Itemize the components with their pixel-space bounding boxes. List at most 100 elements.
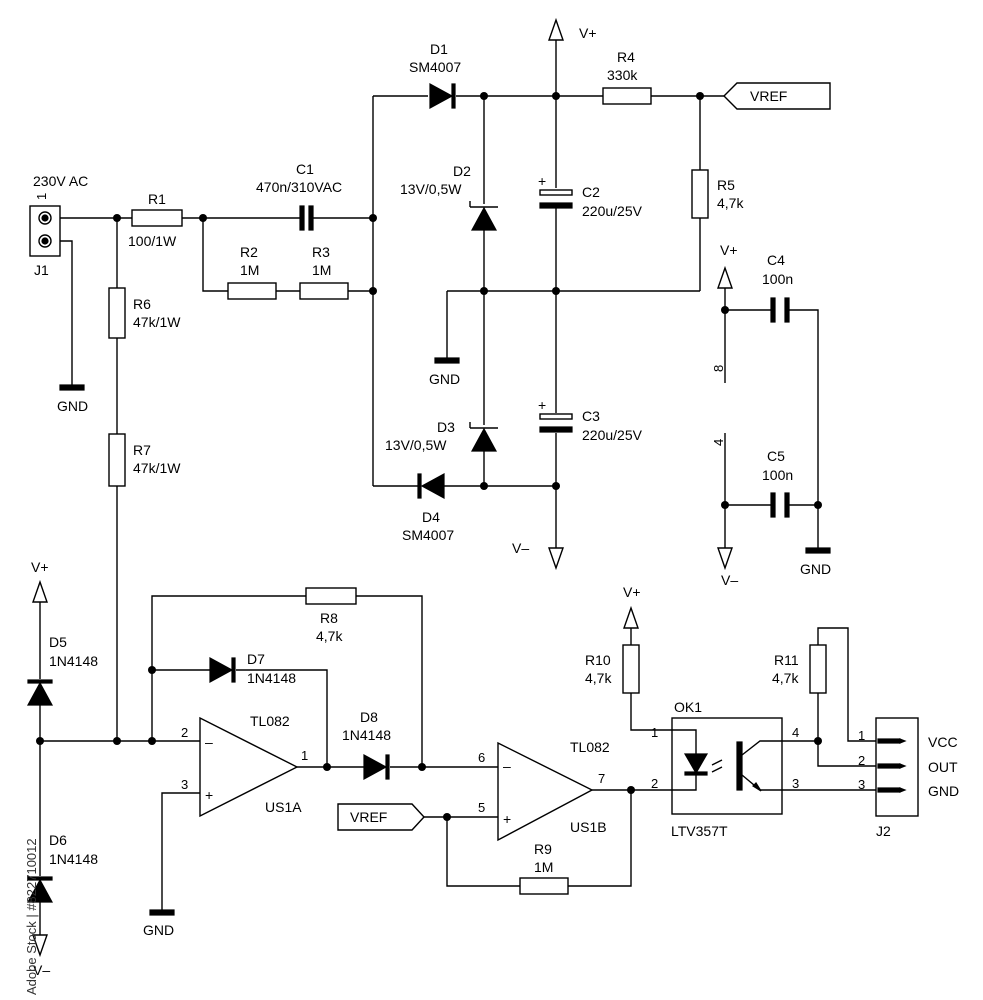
r11-value: 4,7k xyxy=(772,670,799,686)
r5-ref: R5 xyxy=(717,177,735,193)
r8-ref: R8 xyxy=(320,610,338,626)
r4-ref: R4 xyxy=(617,49,635,65)
us1b-minus: – xyxy=(503,758,511,774)
d8-ref: D8 xyxy=(360,709,378,725)
vminus-symbol-ic: V– xyxy=(717,547,738,588)
j1-ref: J1 xyxy=(34,262,49,278)
r7-value: 47k/1W xyxy=(133,460,181,476)
d8-value: 1N4148 xyxy=(342,727,391,743)
gnd-ic-label: GND xyxy=(800,561,831,577)
us1b-plus: + xyxy=(503,811,511,827)
us1b-pin7: 7 xyxy=(598,771,605,786)
c4-value: 100n xyxy=(762,271,793,287)
j2-pin3: 3 xyxy=(858,777,865,792)
j2-out-label: OUT xyxy=(928,759,958,775)
r9-ref: R9 xyxy=(534,841,552,857)
c3-ref: C3 xyxy=(582,408,600,424)
ok1-pin1: 1 xyxy=(651,725,658,740)
watermark-text: Adobe Stock | #822710012 xyxy=(24,838,39,995)
ok1-part: LTV357T xyxy=(671,823,728,839)
optocoupler-ok1: 1 2 4 3 OK1 LTV357T xyxy=(651,699,799,839)
d5-ref: D5 xyxy=(49,634,67,650)
zener-d3: D3 13V/0,5W xyxy=(385,419,498,453)
r9-value: 1M xyxy=(534,859,553,875)
wires xyxy=(39,40,878,935)
gnd-symbol-j1: GND xyxy=(57,384,88,414)
r6-ref: R6 xyxy=(133,296,151,312)
us1b-pin6: 6 xyxy=(478,750,485,765)
us1a-plus: + xyxy=(205,787,213,803)
ok1-pin4: 4 xyxy=(792,725,799,740)
vplus-symbol-ic: V+ xyxy=(717,242,738,289)
capacitor-c2: + C2 220u/25V xyxy=(538,173,643,219)
gnd-symbol-mid: GND xyxy=(429,357,460,387)
resistor-r9: R9 1M xyxy=(519,841,569,895)
us1a-pin1: 1 xyxy=(301,748,308,763)
r10-value: 4,7k xyxy=(585,670,612,686)
resistor-r10: R10 4,7k xyxy=(585,644,640,694)
r2-ref: R2 xyxy=(240,244,258,260)
us1b-part: TL082 xyxy=(570,739,610,755)
c1-value: 470n/310VAC xyxy=(256,179,342,195)
diode-d8: D8 1N4148 xyxy=(342,709,391,781)
vplus-symbol-r10: V+ xyxy=(623,584,641,629)
vref-flag-top: VREF xyxy=(723,82,831,110)
diode-d6: D6 1N4148 xyxy=(26,832,98,903)
c1-ref: C1 xyxy=(296,161,314,177)
diode-d7: D7 1N4148 xyxy=(209,651,296,686)
d7-value: 1N4148 xyxy=(247,670,296,686)
d4-value: SM4007 xyxy=(402,527,454,543)
d1-ref: D1 xyxy=(430,41,448,57)
d5-value: 1N4148 xyxy=(49,653,98,669)
c3-value: 220u/25V xyxy=(582,427,643,443)
diode-d1: D1 SM4007 xyxy=(409,41,461,110)
ok1-pin3: 3 xyxy=(792,776,799,791)
ok1-pin2: 2 xyxy=(651,776,658,791)
resistor-r2: R2 1M xyxy=(227,244,277,300)
diode-d4: D4 SM4007 xyxy=(402,472,454,543)
vminus-ic-label: V– xyxy=(721,572,738,588)
opamp-us1b: – + 6 5 7 TL082 US1B xyxy=(478,739,610,842)
resistor-r4: R4 330k xyxy=(602,49,652,105)
connector-j1: 230V AC 1 J1 xyxy=(29,173,88,278)
gnd-opamp-label: GND xyxy=(143,922,174,938)
resistor-r3: R3 1M xyxy=(299,244,349,300)
capacitor-c3: + C3 220u/25V xyxy=(538,397,643,443)
gnd-mid-label: GND xyxy=(429,371,460,387)
d2-ref: D2 xyxy=(453,163,471,179)
r7-ref: R7 xyxy=(133,442,151,458)
vminus-symbol-main: V– xyxy=(512,540,564,571)
capacitor-c1: C1 470n/310VAC xyxy=(256,161,342,231)
r1-ref: R1 xyxy=(148,191,166,207)
us1a-pin2: 2 xyxy=(181,725,188,740)
gnd-j1-label: GND xyxy=(57,398,88,414)
vref-top-label: VREF xyxy=(750,88,787,104)
ok1-ref: OK1 xyxy=(674,699,702,715)
vminus-symbol-d6: V– xyxy=(32,934,50,978)
d7-ref: D7 xyxy=(247,651,265,667)
opamp-us1a: – + 2 3 1 TL082 US1A xyxy=(181,713,308,818)
diode-d5: D5 1N4148 xyxy=(26,634,98,706)
c2-plus: + xyxy=(538,173,546,189)
ic-pin4-label: 4 xyxy=(711,439,726,446)
c2-ref: C2 xyxy=(582,184,600,200)
j2-pin1: 1 xyxy=(858,728,865,743)
gnd-symbol-opamp: GND xyxy=(143,909,175,938)
us1b-pin5: 5 xyxy=(478,800,485,815)
us1a-pin3: 3 xyxy=(181,777,188,792)
j1-title: 230V AC xyxy=(33,173,88,189)
vminus-main-label: V– xyxy=(512,540,529,556)
vref-bottom-label: VREF xyxy=(350,809,387,825)
d3-ref: D3 xyxy=(437,419,455,435)
zener-d2: D2 13V/0,5W xyxy=(400,163,498,231)
d6-value: 1N4148 xyxy=(49,851,98,867)
r3-value: 1M xyxy=(312,262,331,278)
r10-ref: R10 xyxy=(585,652,611,668)
j2-ref: J2 xyxy=(876,823,891,839)
junction-dots xyxy=(36,92,822,821)
j2-vcc-label: VCC xyxy=(928,734,958,750)
resistor-r8: R8 4,7k xyxy=(305,587,357,644)
c5-ref: C5 xyxy=(767,448,785,464)
vminus-d6-label: V– xyxy=(33,962,50,978)
d2-value: 13V/0,5W xyxy=(400,181,462,197)
